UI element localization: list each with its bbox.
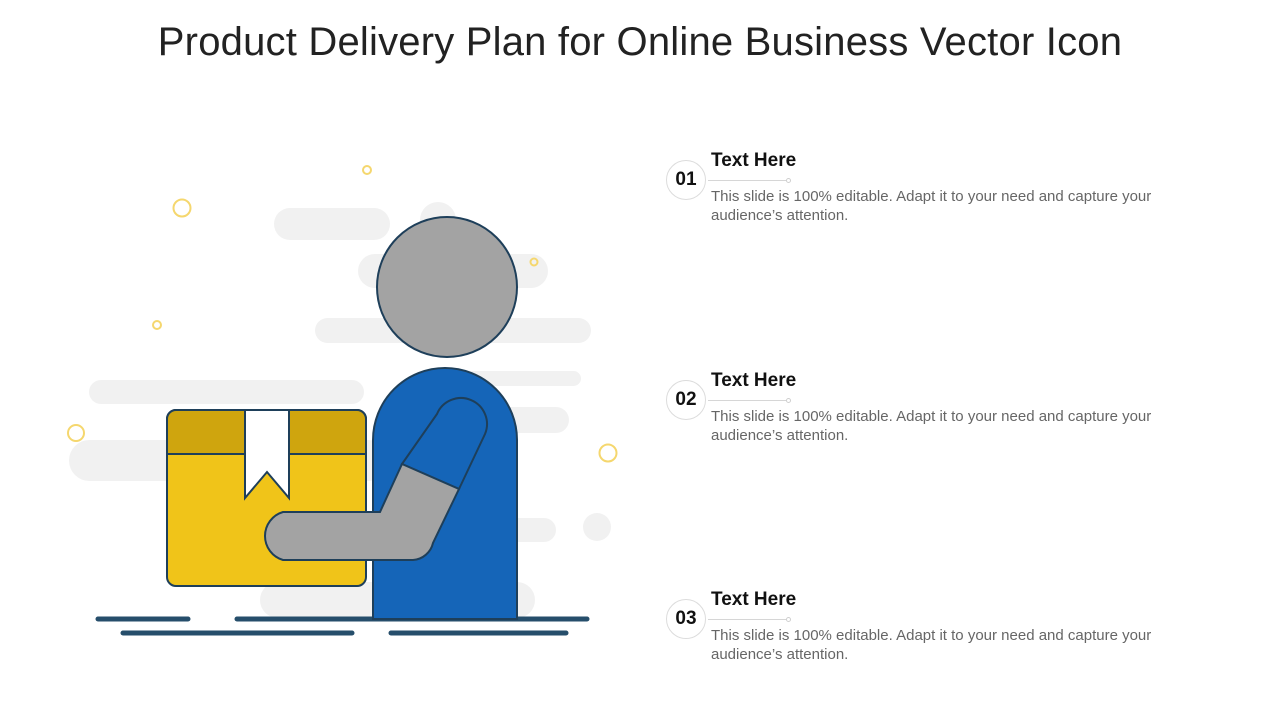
connector-line bbox=[708, 180, 788, 181]
sleeve bbox=[400, 397, 488, 491]
step-item-02: 02 Text Here This slide is 100% editable… bbox=[666, 370, 1226, 470]
step-number-badge: 02 bbox=[666, 380, 706, 420]
delivery-person-illustration bbox=[55, 150, 635, 650]
connector-dot bbox=[786, 617, 791, 622]
connector-dot bbox=[786, 398, 791, 403]
slide-title: Product Delivery Plan for Online Busines… bbox=[157, 20, 1123, 64]
step-heading: Text Here bbox=[711, 370, 797, 391]
ground-lines bbox=[95, 616, 590, 636]
step-item-01: 01 Text Here This slide is 100% editable… bbox=[666, 150, 1226, 250]
step-item-03: 03 Text Here This slide is 100% editable… bbox=[666, 589, 1226, 689]
head bbox=[376, 216, 518, 358]
connector-line bbox=[708, 619, 788, 620]
step-heading: Text Here bbox=[711, 589, 797, 610]
connector-dot bbox=[786, 178, 791, 183]
step-number-badge: 01 bbox=[666, 160, 706, 200]
forearm bbox=[264, 462, 461, 561]
step-description: This slide is 100% editable. Adapt it to… bbox=[711, 408, 1152, 444]
step-heading: Text Here bbox=[711, 150, 797, 171]
step-number-badge: 03 bbox=[666, 599, 706, 639]
step-description: This slide is 100% editable. Adapt it to… bbox=[711, 188, 1152, 224]
sparkle-circles bbox=[67, 165, 618, 463]
step-description: This slide is 100% editable. Adapt it to… bbox=[711, 627, 1152, 663]
connector-line bbox=[708, 400, 788, 401]
